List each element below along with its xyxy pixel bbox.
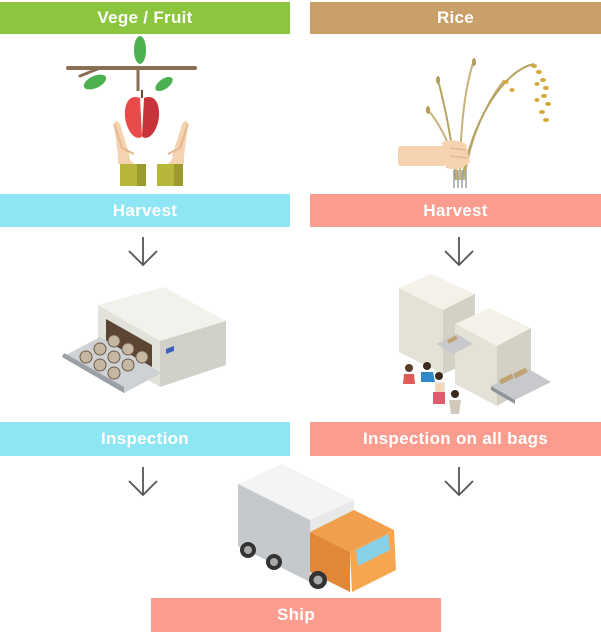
ship-step: Ship (151, 598, 441, 632)
rice-inspection-step: Inspection on all bags (310, 422, 601, 456)
vege-inspection-step: Inspection (0, 422, 290, 456)
arrow-down-icon (444, 467, 474, 497)
inspection-machine-icon (62, 287, 226, 393)
arrow-down-icon (444, 237, 474, 267)
arrow-down-icon (128, 467, 158, 497)
arrow-down-icon (128, 237, 158, 267)
hands-holding-apple-icon (66, 36, 197, 186)
rice-header: Rice (310, 2, 601, 34)
delivery-truck-icon (238, 464, 396, 592)
vege-harvest-step: Harvest (0, 194, 290, 227)
hand-holding-rice-icon (398, 58, 551, 188)
bag-inspection-facility-icon (399, 274, 551, 414)
vege-fruit-header: Vege / Fruit (0, 2, 290, 34)
rice-harvest-step: Harvest (310, 194, 601, 227)
